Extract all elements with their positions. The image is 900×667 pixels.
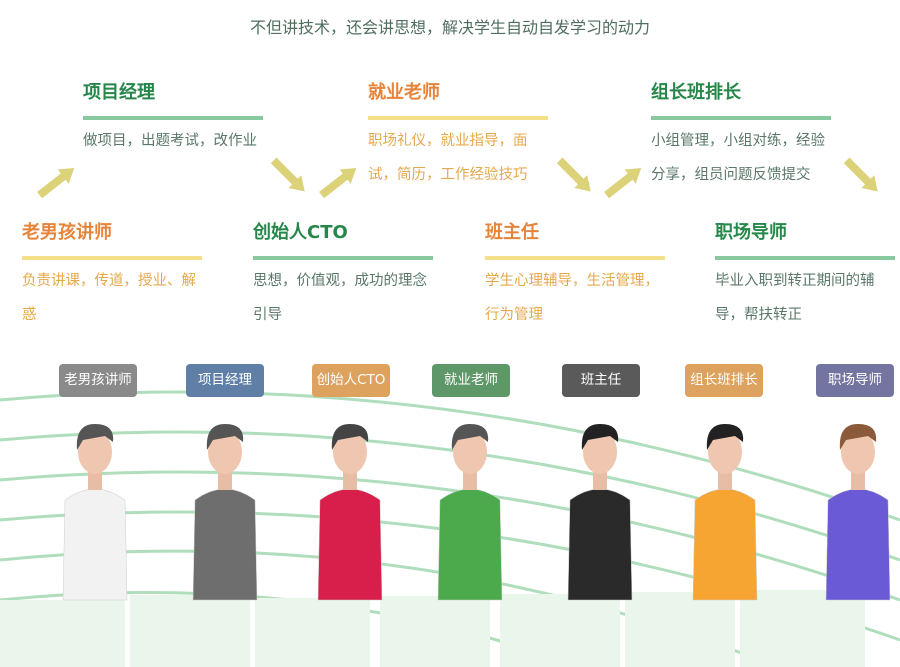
person-figure	[692, 424, 758, 601]
role-card-cto: 创始人CTO 思想，价值观，成功的理念引导	[253, 218, 438, 332]
person-figure	[825, 424, 891, 601]
divider	[715, 256, 895, 260]
subtitle: 不但讲技术，还会讲思想，解决学生自动自发学习的动力	[249, 18, 650, 37]
role-card-workplace-mentor: 职场导师毕业入职到转正期间的辅导，帮扶转正	[715, 218, 900, 332]
role-desc: 做项目，出题考试，改作业	[83, 133, 257, 149]
divider	[83, 116, 263, 120]
role-card-career-teacher: 就业老师职场礼仪，就业指导，面试，简历，工作经验技巧	[368, 78, 553, 192]
role-desc: 学生心理辅导，生活管理，行为管理	[485, 273, 659, 323]
role-title: 创始人CTO	[253, 222, 348, 243]
badge-group-leader: 组长班排长	[685, 364, 763, 397]
person-figure	[62, 424, 128, 601]
person-figure	[437, 424, 503, 601]
person-figure	[567, 424, 633, 601]
role-card-lecturer: 老男孩讲师负责讲课，传道，授业、解惑	[22, 218, 207, 332]
role-desc: 职场礼仪，就业指导，面试，简历，工作经验技巧	[368, 133, 528, 183]
badge-cto: 创始人CTO	[312, 364, 390, 397]
divider	[651, 116, 831, 120]
badge-class-teacher: 班主任	[562, 364, 640, 397]
role-desc: 思想，价值观，成功的理念引导	[253, 273, 427, 323]
person-figure	[317, 424, 383, 601]
badge-lecturer: 老男孩讲师	[59, 364, 137, 397]
role-card-class-teacher: 班主任学生心理辅导，生活管理，行为管理	[485, 218, 670, 332]
badge-workplace-mentor: 职场导师	[816, 364, 894, 397]
role-desc: 小组管理，小组对练，经验分享，组员问题反馈提交	[651, 133, 825, 183]
divider	[368, 116, 548, 120]
role-title: 老男孩讲师	[22, 222, 112, 243]
divider	[22, 256, 202, 260]
role-desc: 毕业入职到转正期间的辅导，帮扶转正	[715, 273, 875, 323]
badge-project-manager: 项目经理	[186, 364, 264, 397]
divider	[253, 256, 433, 260]
role-title: 项目经理	[83, 82, 155, 103]
role-title: 班主任	[485, 222, 539, 243]
person-figure	[192, 424, 258, 601]
role-title: 就业老师	[368, 82, 440, 103]
role-title: 组长班排长	[651, 82, 741, 103]
role-card-group-leader: 组长班排长小组管理，小组对练，经验分享，组员问题反馈提交	[651, 78, 836, 192]
role-card-project-manager: 项目经理做项目，出题考试，改作业	[83, 78, 268, 158]
divider	[485, 256, 665, 260]
role-title: 职场导师	[715, 222, 787, 243]
badge-career-teacher: 就业老师	[432, 364, 510, 397]
role-desc: 负责讲课，传道，授业、解惑	[22, 273, 196, 323]
